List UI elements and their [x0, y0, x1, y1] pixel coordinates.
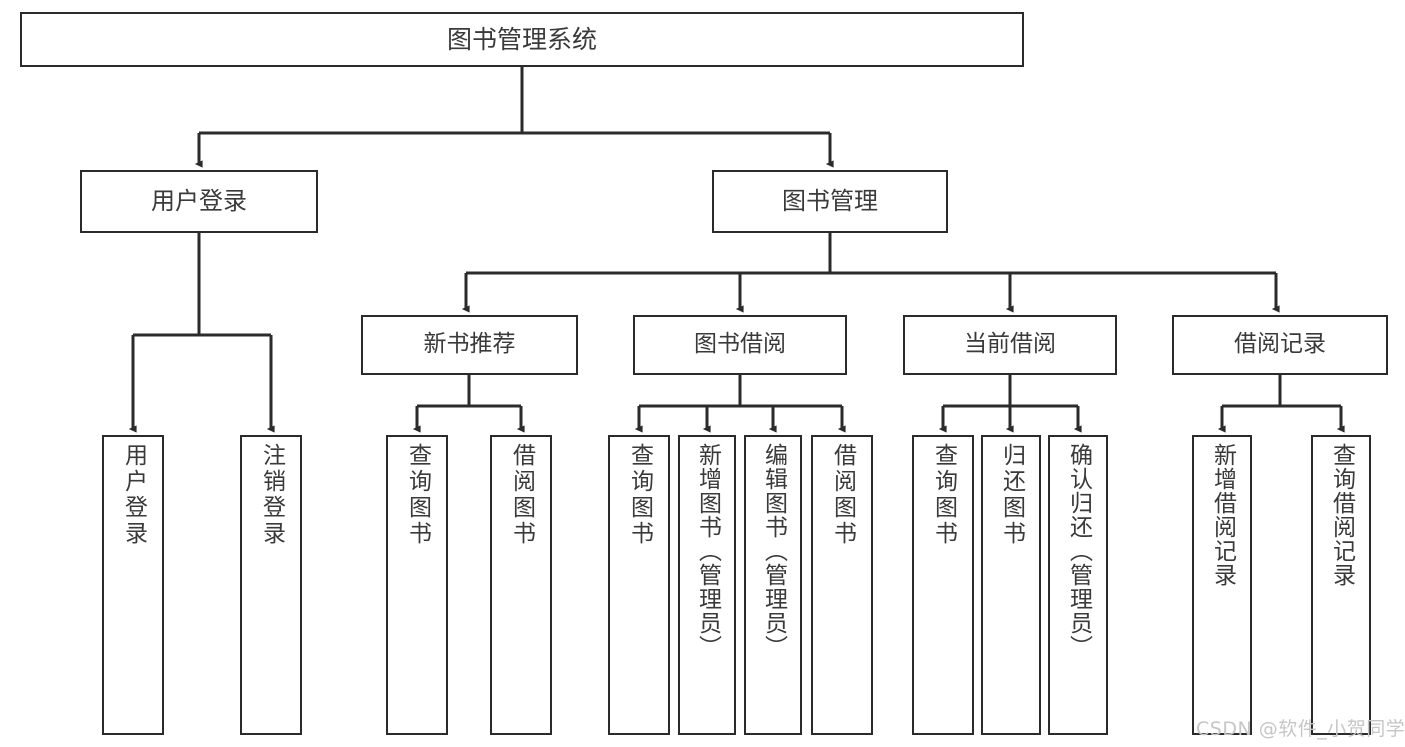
node-leaf-user-login-logout[interactable]: 注销登录	[240, 435, 302, 735]
node-new-book-recommend[interactable]: 新书推荐	[361, 315, 578, 375]
node-book-borrow[interactable]: 图书借阅	[633, 315, 847, 375]
node-leaf-user-login-login[interactable]: 用户登录	[102, 435, 164, 735]
node-leaf-record-query-label: 查询借阅记录	[1328, 443, 1355, 587]
node-user-login[interactable]: 用户登录	[80, 170, 318, 233]
node-leaf-borrow-query-book[interactable]: 查询图书	[608, 435, 670, 735]
node-leaf-borrow-borrow-book[interactable]: 借阅图书	[811, 435, 873, 735]
node-leaf-current-confirm-return[interactable]: 确认归还（管理员）	[1048, 435, 1108, 735]
node-leaf-record-add[interactable]: 新增借阅记录	[1192, 435, 1252, 735]
node-leaf-borrow-add-book[interactable]: 新增图书（管理员）	[678, 435, 736, 735]
node-leaf-borrow-add-book-label: 新增图书（管理员）	[694, 443, 721, 659]
node-book-management-label: 图书管理	[782, 187, 878, 216]
node-current-borrow-label: 当前借阅	[964, 331, 1056, 358]
node-leaf-current-return-book[interactable]: 归还图书	[981, 435, 1041, 735]
node-book-borrow-label: 图书借阅	[694, 331, 786, 358]
node-root-system-label: 图书管理系统	[446, 24, 597, 54]
node-leaf-new-book-borrow-label: 借阅图书	[508, 443, 535, 547]
node-leaf-user-login-login-label: 用户登录	[120, 443, 147, 547]
node-leaf-current-query-book[interactable]: 查询图书	[912, 435, 974, 735]
node-root-system[interactable]: 图书管理系统	[20, 12, 1024, 67]
node-leaf-current-return-book-label: 归还图书	[998, 443, 1025, 547]
node-leaf-borrow-query-book-label: 查询图书	[626, 443, 653, 547]
node-leaf-borrow-edit-book[interactable]: 编辑图书（管理员）	[744, 435, 802, 735]
node-leaf-new-book-borrow[interactable]: 借阅图书	[490, 435, 552, 735]
node-leaf-current-query-book-label: 查询图书	[930, 443, 957, 547]
node-leaf-new-book-query[interactable]: 查询图书	[386, 435, 448, 735]
node-leaf-current-confirm-return-label: 确认归还（管理员）	[1065, 443, 1092, 659]
node-borrow-record-label: 借阅记录	[1234, 331, 1326, 358]
node-leaf-new-book-query-label: 查询图书	[404, 443, 431, 547]
node-leaf-record-query[interactable]: 查询借阅记录	[1311, 435, 1371, 735]
node-borrow-record[interactable]: 借阅记录	[1172, 315, 1388, 375]
node-leaf-borrow-edit-book-label: 编辑图书（管理员）	[760, 443, 787, 659]
node-leaf-record-add-label: 新增借阅记录	[1209, 443, 1236, 587]
node-user-login-label: 用户登录	[151, 187, 247, 216]
node-leaf-borrow-borrow-book-label: 借阅图书	[829, 443, 856, 547]
node-leaf-user-login-logout-label: 注销登录	[258, 443, 285, 547]
node-current-borrow[interactable]: 当前借阅	[903, 315, 1117, 375]
node-new-book-recommend-label: 新书推荐	[423, 331, 516, 358]
node-book-management[interactable]: 图书管理	[712, 170, 948, 233]
